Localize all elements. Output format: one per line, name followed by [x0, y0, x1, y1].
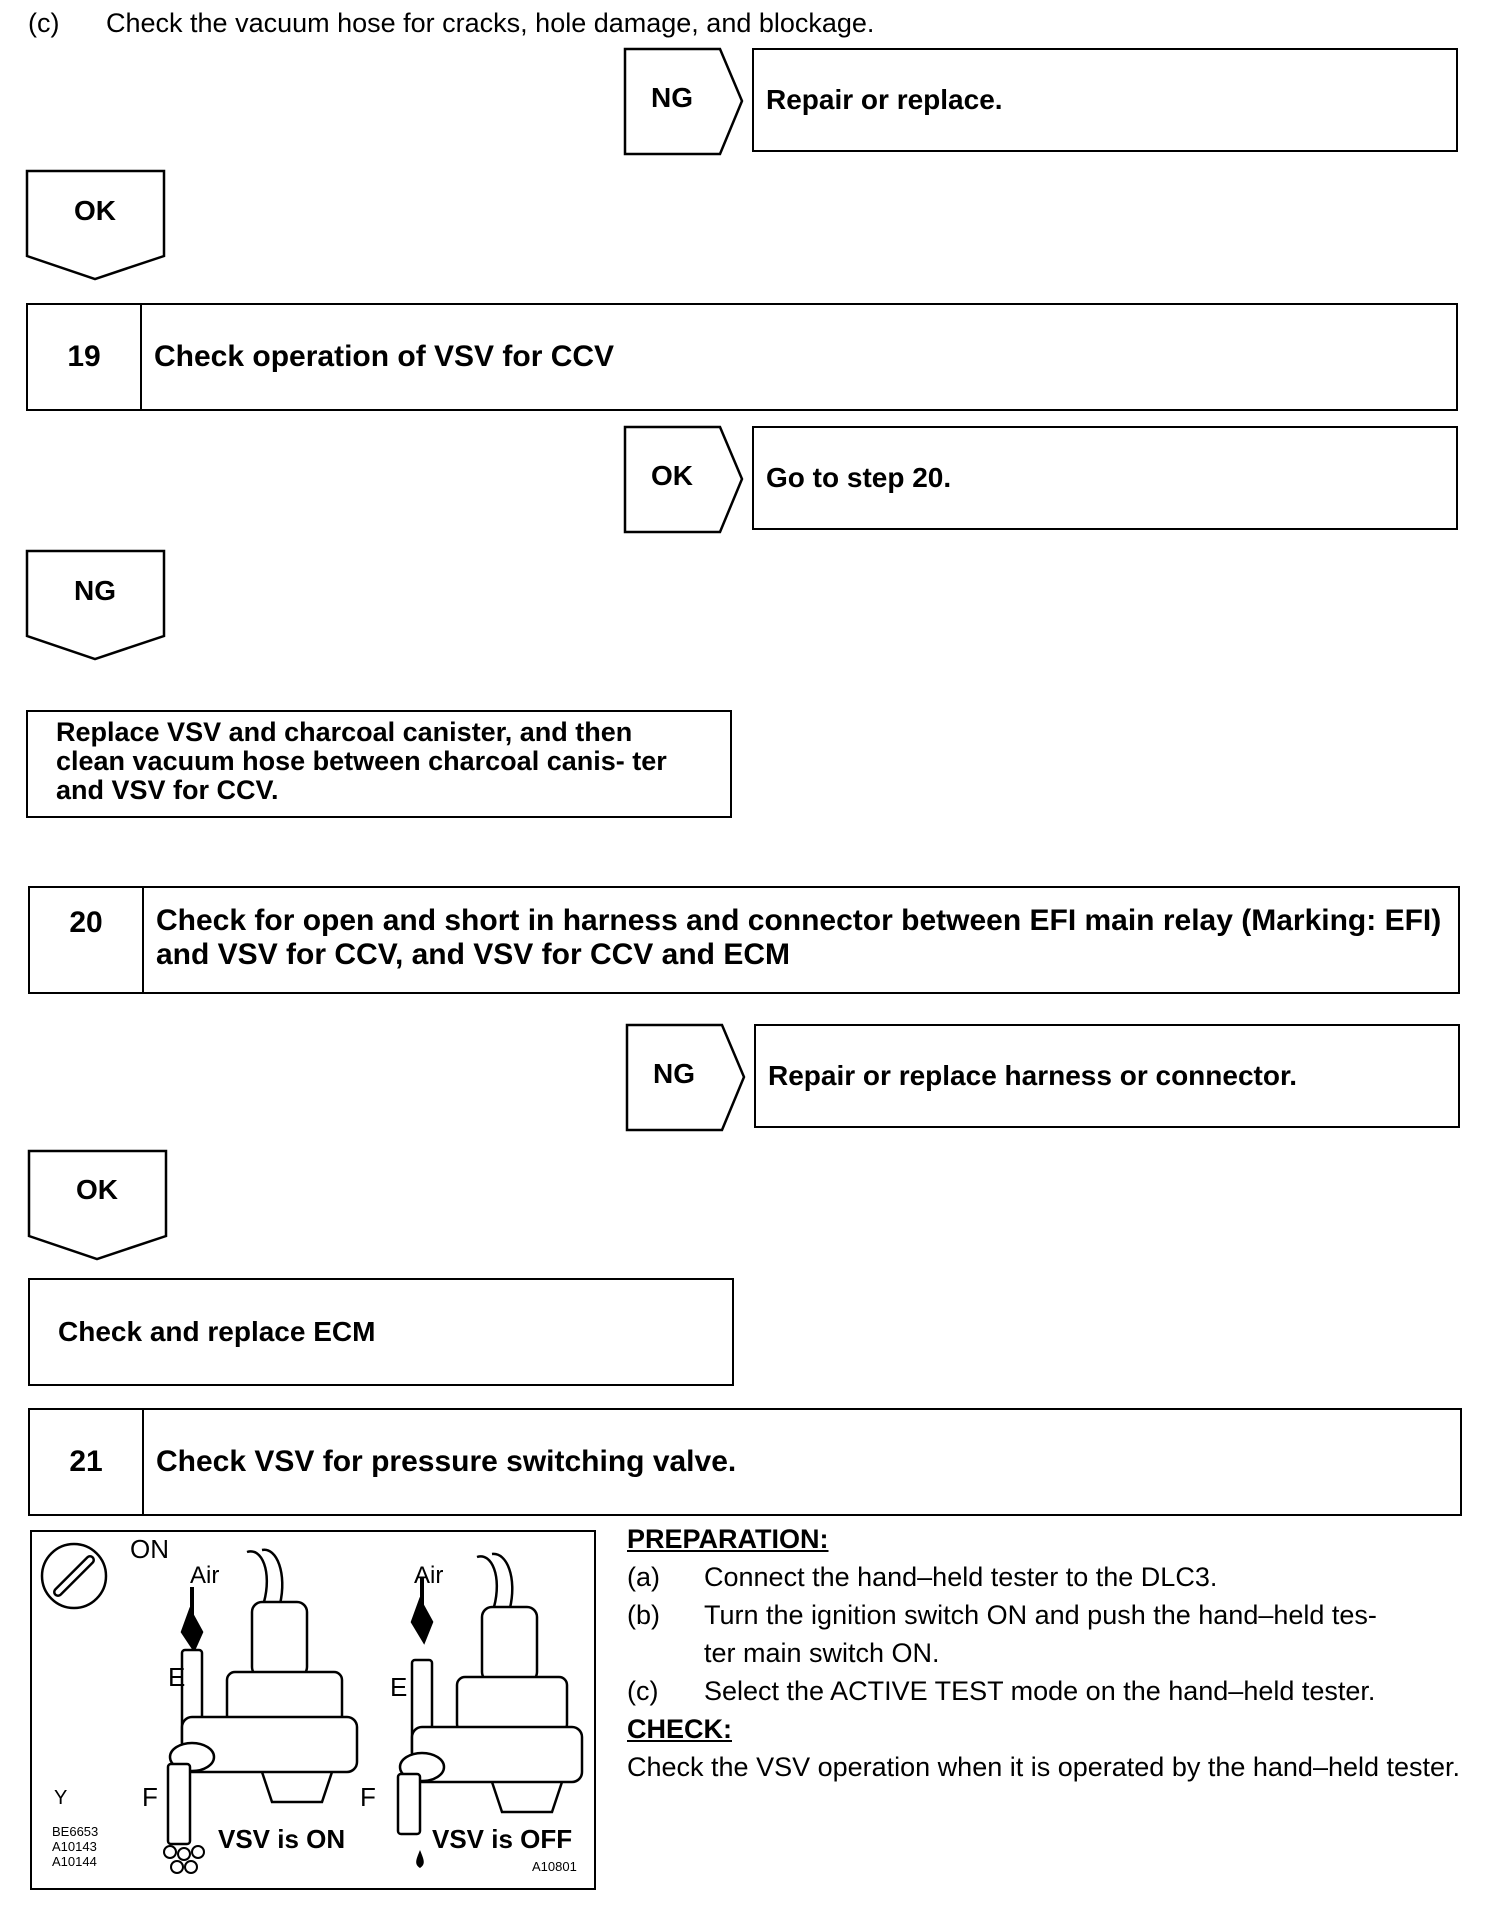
- air-release-icon: [163, 1845, 205, 1874]
- step-19-header: 19 Check operation of VSV for CCV: [26, 303, 1458, 411]
- prep-item-text: Turn the ignition switch ON and push the…: [704, 1600, 1377, 1630]
- drop-icon: [416, 1850, 424, 1868]
- step-title: Check for open and short in harness and …: [156, 904, 1442, 971]
- ng-tag-label: NG: [653, 1058, 695, 1089]
- ecm-action-box: Check and replace ECM: [28, 1278, 734, 1386]
- port-e-left: E: [168, 1662, 186, 1692]
- step-20-header: 20 Check for open and short in harness a…: [28, 886, 1460, 994]
- ng-tag-label: NG: [74, 575, 116, 606]
- replace-action-text: Replace VSV and charcoal canister, and t…: [56, 717, 667, 806]
- port-f-right: F: [360, 1782, 376, 1812]
- ok-tag-label: OK: [74, 195, 116, 226]
- prep-item-text: ter main switch ON.: [704, 1638, 940, 1668]
- vsv-on-label: VSV is ON: [218, 1824, 346, 1854]
- ignition-switch-icon: [40, 1542, 108, 1610]
- step-number: 21: [30, 1410, 144, 1514]
- step-21-header: 21 Check VSV for pressure switching valv…: [28, 1408, 1462, 1516]
- ng-arrow-tag: [625, 1023, 746, 1132]
- air-label-right: Air: [414, 1562, 444, 1589]
- ng-tag-label: NG: [651, 82, 693, 113]
- prep-item: ter main switch ON.: [627, 1634, 1487, 1672]
- ecm-action-text: Check and replace ECM: [58, 1316, 376, 1347]
- ng-down-tag: [25, 549, 166, 661]
- ok-tag-label: OK: [651, 460, 693, 491]
- air-label-left: Air: [190, 1562, 220, 1589]
- port-e-right: E: [390, 1672, 408, 1702]
- vsv-off-label: VSV is OFF: [432, 1824, 573, 1854]
- step-title: Check VSV for pressure switching valve.: [156, 1445, 737, 1479]
- step-number: 20: [30, 888, 144, 992]
- port-f-left: F: [142, 1782, 158, 1812]
- prep-item: (b) Turn the ignition switch ON and push …: [627, 1596, 1487, 1634]
- intro-text: Check the vacuum hose for cracks, hole d…: [106, 8, 875, 38]
- on-label: ON: [130, 1534, 169, 1564]
- prep-item-key: (c): [627, 1676, 659, 1706]
- preparation-section: PREPARATION: (a) Connect the hand–held te…: [627, 1520, 1487, 1786]
- intro-line: (c) Check the vacuum hose for cracks, hol…: [28, 8, 874, 39]
- vsv-on-valve: [166, 1548, 359, 1846]
- step-number: 19: [28, 305, 142, 409]
- check-text: Check the VSV operation when it is opera…: [627, 1752, 1461, 1782]
- check-heading: CHECK:: [627, 1714, 732, 1744]
- ok-arrow-tag: [623, 425, 744, 534]
- ok-down-tag: [25, 169, 166, 281]
- ok-result-text: Go to step 20.: [766, 462, 952, 493]
- ng-result-text: Repair or replace harness or connector.: [768, 1060, 1298, 1091]
- prep-item-key: (a): [627, 1562, 660, 1592]
- prep-item-text: Connect the hand–held tester to the DLC3…: [704, 1562, 1218, 1592]
- code-right: A10801: [532, 1859, 577, 1874]
- prep-item: (c) Select the ACTIVE TEST mode on the ha…: [627, 1672, 1487, 1710]
- vsv-off-valve: [396, 1552, 584, 1836]
- code-line-3: A10144: [52, 1854, 97, 1869]
- ng-result-text: Repair or replace.: [766, 84, 1003, 115]
- prep-item-key: (b): [627, 1600, 660, 1630]
- ok-down-tag: [27, 1149, 168, 1261]
- vsv-illustration: ON Air Air E E F F Y BE6653 A10143 A1014…: [30, 1530, 596, 1890]
- ng-arrow-tag: [623, 47, 744, 156]
- ok-result-box: Go to step 20.: [752, 426, 1458, 530]
- y-mark: Y: [54, 1787, 68, 1809]
- code-line-1: BE6653: [52, 1824, 99, 1839]
- step-title: Check operation of VSV for CCV: [154, 340, 615, 374]
- ng-result-box: Repair or replace.: [752, 48, 1458, 152]
- prep-item-key: [627, 1634, 704, 1672]
- intro-label: (c): [28, 8, 60, 38]
- replace-action-box: Replace VSV and charcoal canister, and t…: [26, 710, 732, 818]
- ok-tag-label: OK: [76, 1174, 118, 1205]
- code-line-2: A10143: [52, 1839, 97, 1854]
- prep-item-text: Select the ACTIVE TEST mode on the hand–…: [704, 1676, 1376, 1706]
- preparation-heading: PREPARATION:: [627, 1524, 829, 1554]
- prep-item: (a) Connect the hand–held tester to the D…: [627, 1558, 1487, 1596]
- vsv-diagram: [40, 1542, 584, 1874]
- ng-result-box: Repair or replace harness or connector.: [754, 1024, 1460, 1128]
